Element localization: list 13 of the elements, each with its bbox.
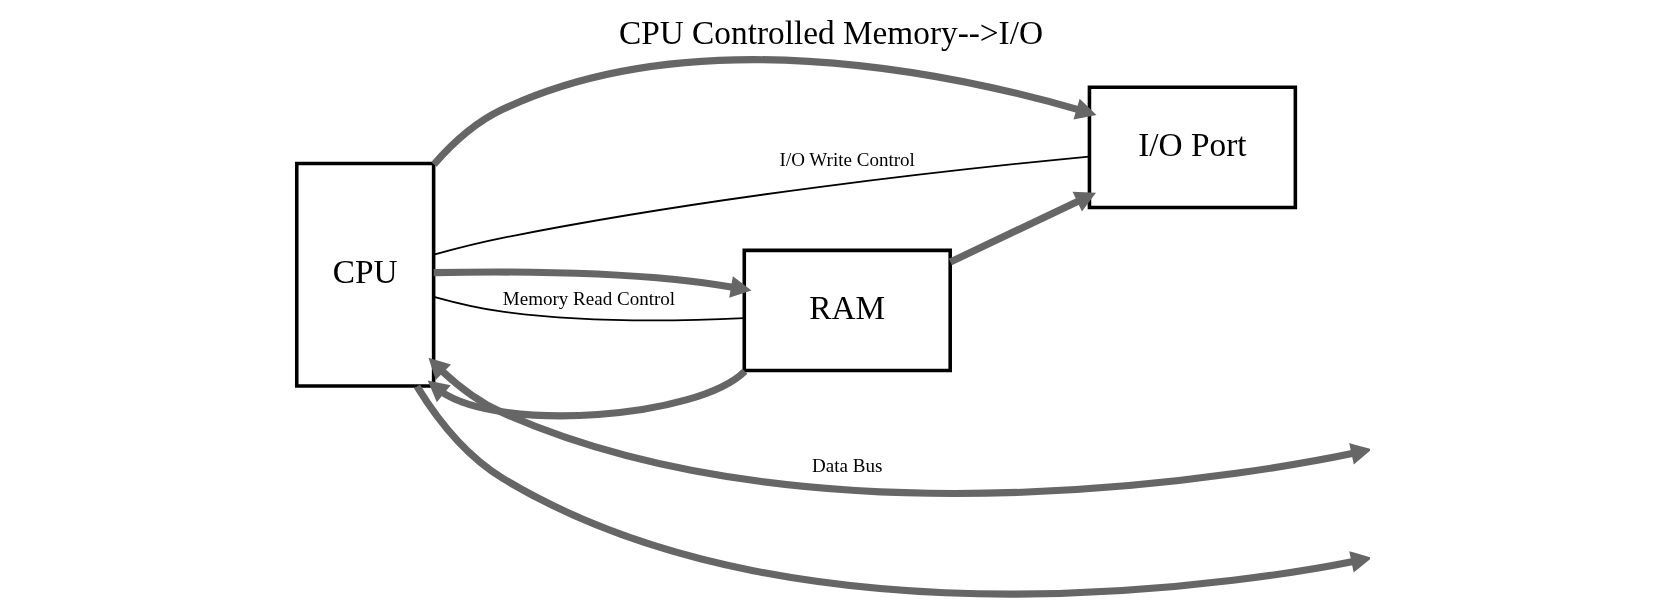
edge-label: Memory Read Control: [502, 288, 676, 310]
diagram-title: CPU Controlled Memory-->I/O: [618, 14, 1044, 52]
arrow: [948, 191, 1097, 266]
node-box: CPU: [294, 161, 436, 388]
edge-label: Data Bus: [812, 455, 883, 477]
edge-label: I/O Write Control: [779, 149, 915, 171]
arrow: [433, 268, 752, 298]
connector: [433, 155, 1090, 256]
arrow: [431, 56, 1097, 167]
arrow: [427, 368, 748, 420]
node-box: I/O Port: [1087, 85, 1298, 210]
node-box: RAM: [742, 248, 952, 373]
connector: [433, 295, 746, 322]
